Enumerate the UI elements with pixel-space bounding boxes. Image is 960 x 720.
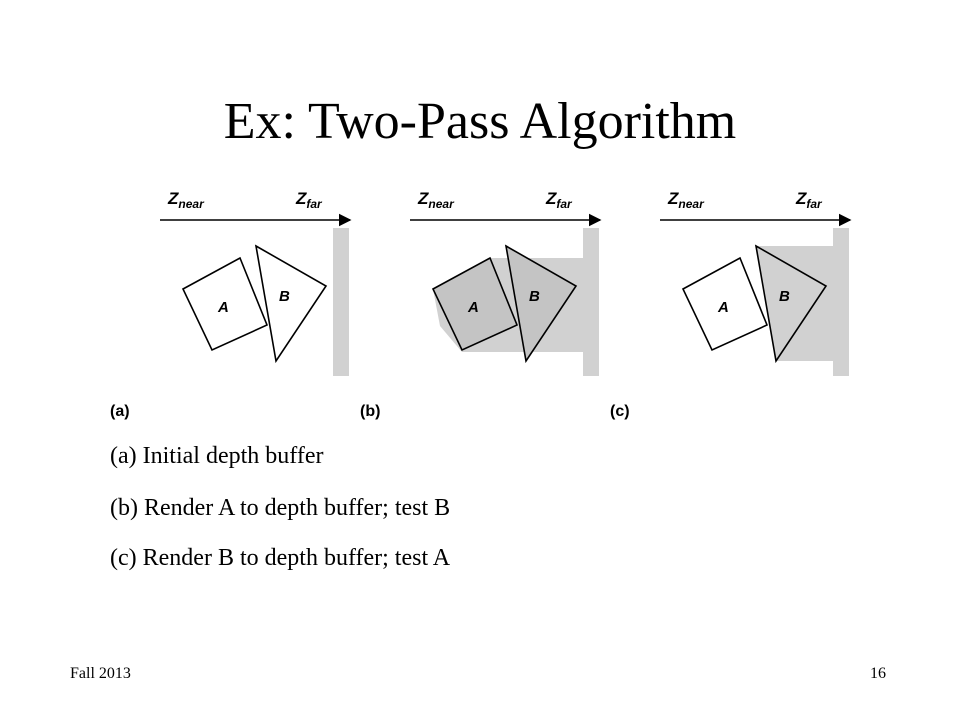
axis-label-z-near: Znear	[667, 189, 705, 211]
panel-c: Znear Zfar A B (c)	[610, 189, 852, 420]
depth-buffer-figure: Znear Zfar A B (a) Znear Zfar A B (b) Zn…	[100, 176, 860, 436]
shape-a-label: A	[717, 299, 729, 316]
panel-label: (b)	[360, 403, 380, 420]
shape-b	[754, 244, 828, 364]
shape-a	[181, 256, 269, 352]
panel-a: Znear Zfar A B (a)	[110, 189, 352, 420]
axis-label-z-far: Zfar	[545, 189, 573, 211]
axis-label-z-far: Zfar	[295, 189, 323, 211]
slide-title: Ex: Two-Pass Algorithm	[223, 93, 737, 150]
depth-buffer-bar	[333, 228, 349, 376]
slide-number: 16	[870, 665, 886, 682]
caption-a: (a) Initial depth buffer	[110, 443, 324, 469]
shape-a	[681, 256, 769, 352]
shape-b-label: B	[279, 288, 290, 305]
shape-b-label: B	[779, 288, 790, 305]
shape-b	[254, 244, 328, 364]
axis-label-z-near: Znear	[167, 189, 205, 211]
shape-a-label: A	[467, 299, 479, 316]
caption-b: (b) Render A to depth buffer; test B	[110, 495, 451, 521]
shape-a-label: A	[217, 299, 229, 316]
panel-label: (c)	[610, 403, 630, 420]
shape-b	[504, 244, 578, 364]
caption-c: (c) Render B to depth buffer; test A	[110, 545, 451, 571]
shape-b-label: B	[529, 288, 540, 305]
panel-label: (a)	[110, 403, 130, 420]
shape-a	[431, 256, 519, 352]
axis-label-z-far: Zfar	[795, 189, 823, 211]
axis-label-z-near: Znear	[417, 189, 455, 211]
panel-b: Znear Zfar A B (b)	[360, 189, 602, 420]
footer-date: Fall 2013	[70, 665, 131, 682]
